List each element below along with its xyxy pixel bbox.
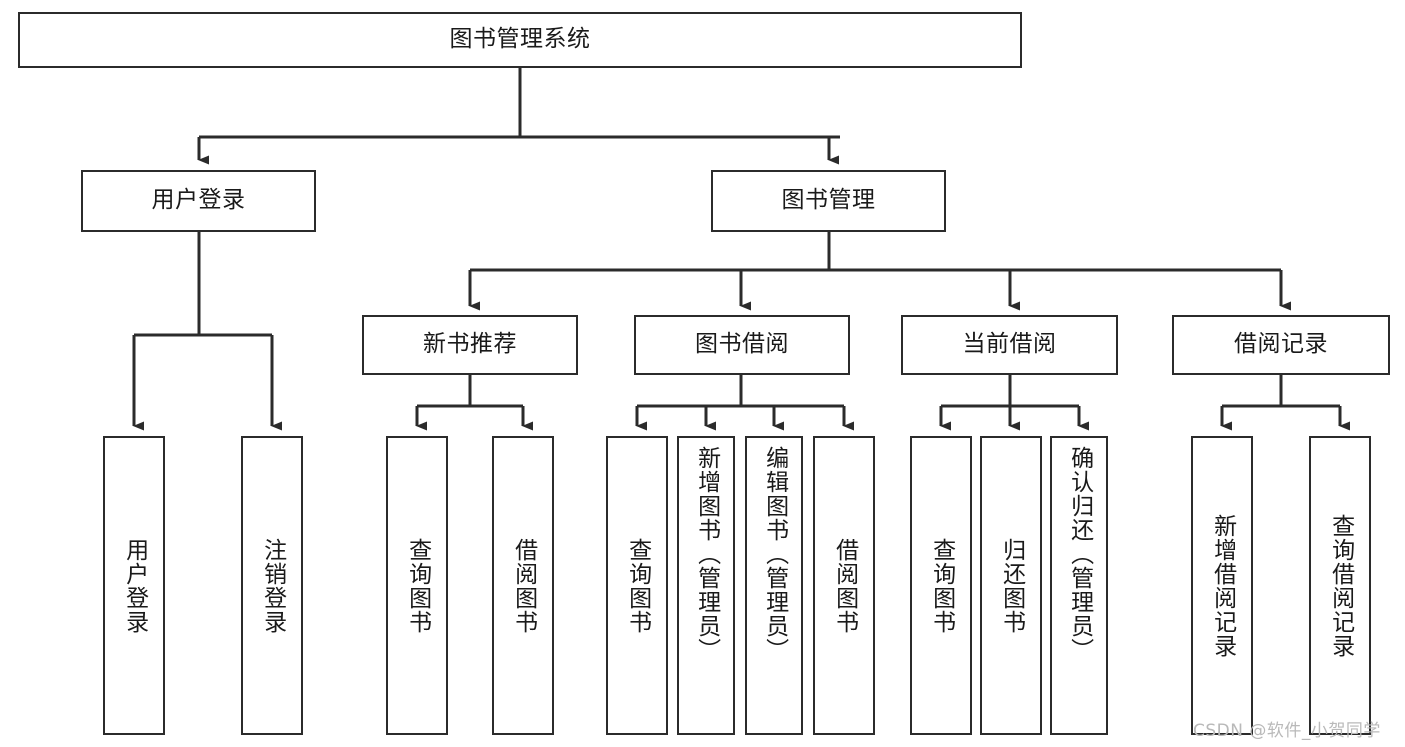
node-leaf-query-borrow-record[interactable]: 查询借阅记录 (1309, 436, 1371, 735)
node-book-borrow-label: 图书借阅 (695, 331, 789, 358)
node-leaf-borrow-book-1[interactable]: 借阅图书 (492, 436, 554, 735)
node-leaf-query-book-1[interactable]: 查询图书 (386, 436, 448, 735)
node-user-login-label: 用户登录 (151, 187, 246, 214)
node-current-borrow[interactable]: 当前借阅 (901, 315, 1118, 375)
node-leaf-borrow-book-2[interactable]: 借阅图书 (813, 436, 875, 735)
node-leaf-query-book-2-label: 查询图书 (624, 537, 651, 634)
edge-bookmanagement-to-level3 (468, 232, 1291, 311)
node-leaf-user-login-label: 用户登录 (121, 537, 148, 634)
node-borrow-record[interactable]: 借阅记录 (1172, 315, 1390, 375)
node-leaf-add-borrow-record-label: 新增借阅记录 (1209, 513, 1236, 658)
node-new-book-recommend[interactable]: 新书推荐 (362, 315, 578, 375)
node-leaf-edit-book[interactable]: 编辑图书（管理员） (745, 436, 803, 735)
node-user-login[interactable]: 用户登录 (81, 170, 316, 232)
node-leaf-add-book[interactable]: 新增图书（管理员） (677, 436, 735, 735)
edge-currentborrow-to-leaves (939, 375, 1089, 431)
node-leaf-logout-login-label: 注销登录 (259, 537, 286, 634)
node-leaf-return-book-label: 归还图书 (998, 537, 1025, 634)
node-root-label: 图书管理系统 (449, 26, 591, 53)
node-leaf-add-borrow-record[interactable]: 新增借阅记录 (1191, 436, 1253, 735)
node-leaf-query-borrow-record-label: 查询借阅记录 (1327, 513, 1354, 658)
node-leaf-edit-book-label: 编辑图书（管理员） (761, 446, 788, 662)
node-book-management-label: 图书管理 (781, 187, 876, 214)
node-leaf-borrow-book-2-label: 借阅图书 (831, 537, 858, 634)
node-root[interactable]: 图书管理系统 (18, 12, 1022, 68)
node-leaf-query-book-3[interactable]: 查询图书 (910, 436, 972, 735)
node-book-management[interactable]: 图书管理 (711, 170, 946, 232)
node-leaf-confirm-return-label: 确认归还（管理员） (1066, 446, 1093, 662)
node-leaf-confirm-return[interactable]: 确认归还（管理员） (1050, 436, 1108, 735)
node-leaf-add-book-label: 新增图书（管理员） (693, 446, 720, 662)
node-leaf-query-book-3-label: 查询图书 (928, 537, 955, 634)
node-borrow-record-label: 借阅记录 (1234, 331, 1328, 358)
node-new-book-recommend-label: 新书推荐 (423, 331, 517, 358)
edge-bookborrow-to-leaves (635, 375, 854, 431)
edge-newbook-to-leaves (415, 375, 533, 431)
edge-borrowrecord-to-leaves (1220, 375, 1350, 431)
edge-userlogin-to-leaves (132, 232, 282, 431)
node-leaf-return-book[interactable]: 归还图书 (980, 436, 1042, 735)
node-leaf-query-book-1-label: 查询图书 (404, 537, 431, 634)
node-leaf-logout-login[interactable]: 注销登录 (241, 436, 303, 735)
edge-root-to-level2 (197, 68, 840, 165)
node-current-borrow-label: 当前借阅 (962, 331, 1057, 358)
node-leaf-borrow-book-1-label: 借阅图书 (510, 537, 537, 634)
node-book-borrow[interactable]: 图书借阅 (634, 315, 850, 375)
node-leaf-query-book-2[interactable]: 查询图书 (606, 436, 668, 735)
node-leaf-user-login[interactable]: 用户登录 (103, 436, 165, 735)
